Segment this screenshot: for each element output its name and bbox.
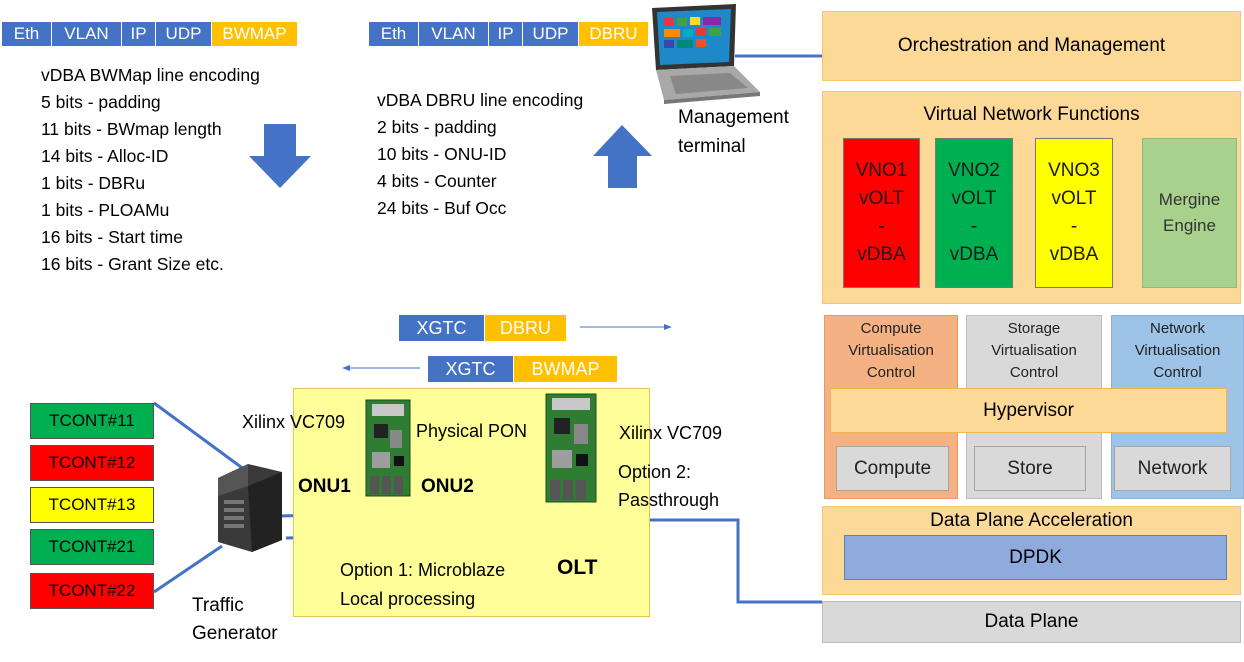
data-plane-acceleration-title: Data Plane Acceleration [930, 510, 1133, 531]
xgtc-dbru-dbru: DBRU [485, 315, 567, 341]
arrow-right-head [664, 324, 672, 330]
dpdk-box: DPDK [844, 535, 1227, 580]
orchestration-label: Orchestration and Management [897, 35, 1166, 56]
bwmap-line: 11 bits - BWmap length [41, 119, 222, 139]
tcont-12: TCONT#12 [30, 445, 154, 481]
traffic-generator-icon [218, 464, 282, 552]
vno1-box: VNO1 vOLT - vDBA [843, 138, 920, 288]
dbru-line: 2 bits - padding [377, 117, 497, 137]
bwmap-line: 16 bits - Start time [41, 227, 183, 247]
option1-label: Option 1: Microblaze Local processing [340, 560, 506, 609]
bwmap-encoding-title: vDBA BWMap line encoding [41, 65, 260, 85]
vnf-title: Virtual Network Functions [923, 104, 1140, 125]
down-arrow [249, 124, 311, 188]
bwmap-line: 16 bits - Grant Size etc. [41, 254, 224, 274]
xilinx-left-label: Xilinx VC709 [242, 412, 346, 432]
hypervisor-label: Hypervisor [983, 399, 1074, 421]
dbru-encoding-title: vDBA DBRU line encoding [377, 90, 584, 110]
compute-resource-box: Compute [836, 446, 949, 491]
physical-pon-label: Physical PON [416, 421, 528, 441]
olt-board-icon [545, 393, 597, 503]
data-plane-label: Data Plane [984, 611, 1079, 632]
xgtc-dbru-xgtc: XGTC [399, 315, 485, 341]
bwmap-header-vlan: VLAN [52, 22, 122, 46]
orchestration-box: Orchestration and Management [822, 11, 1241, 81]
onu-board-icon [365, 399, 411, 497]
dbru-header-vlan: VLAN [419, 22, 489, 46]
xgtc-bwmap-frame: XGTC BWMAP [428, 356, 618, 382]
bwmap-header: Eth VLAN IP UDP BWMAP [2, 22, 298, 46]
arrow-left-head [342, 365, 350, 371]
dbru-header: Eth VLAN IP UDP DBRU [369, 22, 649, 46]
bwmap-header-ip: IP [122, 22, 156, 46]
merging-engine-box: Mergine Engine [1142, 138, 1237, 288]
data-plane-box: Data Plane [822, 601, 1241, 643]
management-terminal-label: Management terminal [678, 107, 789, 157]
tcont-11: TCONT#11 [30, 403, 154, 439]
dbru-line: 10 bits - ONU-ID [377, 144, 507, 164]
bwmap-line: 14 bits - Alloc-ID [41, 146, 169, 166]
tcont-22: TCONT#22 [30, 573, 154, 609]
tcont11-generator-line [153, 401, 246, 472]
dbru-line: 24 bits - Buf Occ [377, 198, 507, 218]
dbru-header-eth: Eth [369, 22, 419, 46]
tcont-13: TCONT#13 [30, 487, 154, 523]
dbru-encoding: vDBA DBRU line encoding 2 bits - padding… [377, 87, 583, 222]
tcont-21: TCONT#21 [30, 529, 154, 565]
xgtc-dbru-frame: XGTC DBRU [399, 315, 567, 341]
store-resource-box: Store [974, 446, 1086, 491]
bwmap-header-bwmap: BWMAP [212, 22, 298, 46]
option2-label: Option 2: Passthrough [618, 462, 720, 510]
bwmap-header-udp: UDP [156, 22, 212, 46]
vno3-box: VNO3 vOLT - vDBA [1035, 138, 1113, 288]
dbru-header-udp: UDP [523, 22, 579, 46]
bwmap-header-eth: Eth [2, 22, 52, 46]
onu1-label: ONU1 [298, 476, 351, 497]
bwmap-encoding: vDBA BWMap line encoding 5 bits - paddin… [41, 62, 260, 278]
traffic-generator-label: Traffic Generator [192, 595, 278, 644]
bwmap-line: 1 bits - PLOAMu [41, 200, 170, 220]
hypervisor-box: Hypervisor [830, 388, 1227, 433]
vno2-box: VNO2 vOLT - vDBA [935, 138, 1013, 288]
tcont22-generator-line [153, 544, 223, 594]
bwmap-line: 1 bits - DBRu [41, 173, 146, 193]
up-arrow [593, 125, 652, 188]
dbru-header-ip: IP [489, 22, 523, 46]
dbru-line: 4 bits - Counter [377, 171, 497, 191]
xgtc-bwmap-bwmap: BWMAP [514, 356, 618, 382]
dpdk-label: DPDK [1009, 546, 1062, 568]
xgtc-bwmap-xgtc: XGTC [428, 356, 514, 382]
onu2-label: ONU2 [421, 476, 474, 497]
network-resource-box: Network [1114, 446, 1231, 491]
bwmap-line: 5 bits - padding [41, 92, 161, 112]
xilinx-right-label: Xilinx VC709 [619, 423, 723, 443]
dbru-header-dbru: DBRU [579, 22, 649, 46]
olt-label: OLT [557, 556, 598, 579]
